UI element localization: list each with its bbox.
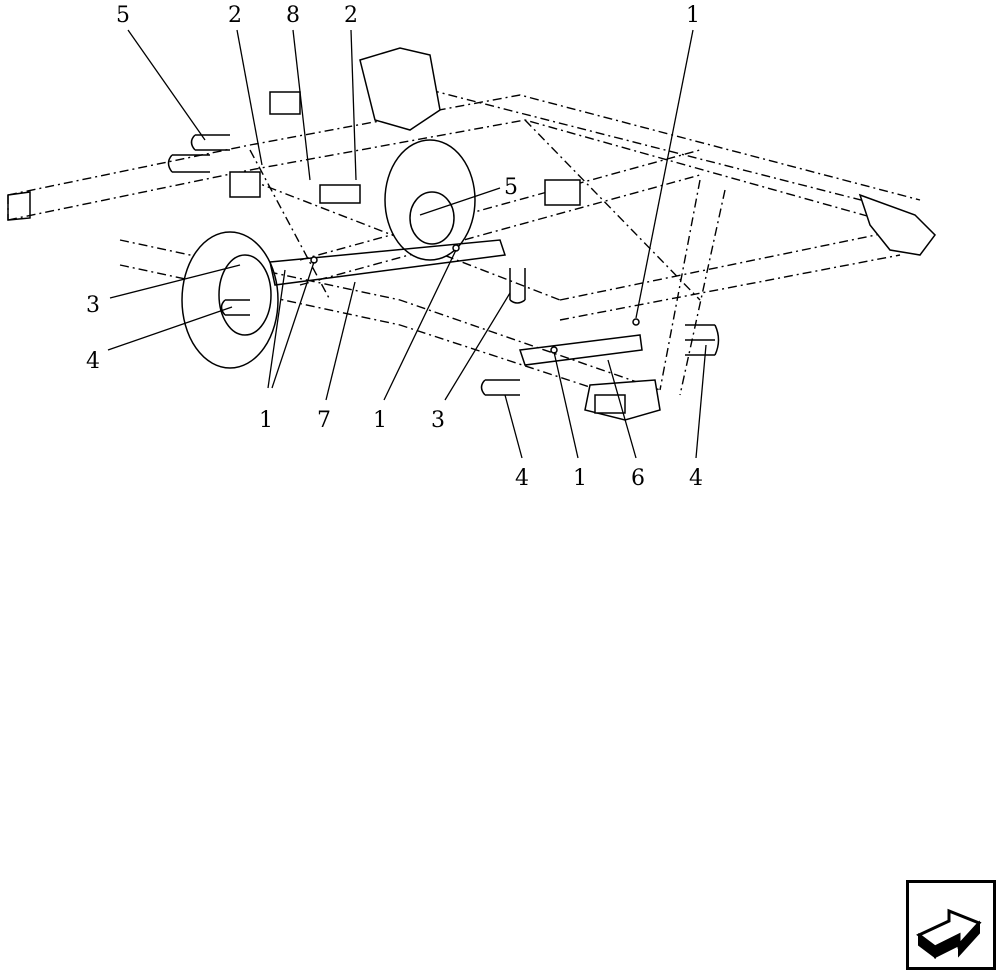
hitch-tower [359,47,441,131]
callout-label: 8 [286,3,300,28]
callout-label: 5 [504,175,518,200]
callout-label: 1 [686,3,700,28]
callout-label: 1 [373,408,387,433]
callout-label: 4 [515,466,529,491]
callout-label: 2 [228,3,242,28]
frame-drawing [7,47,936,421]
callout-label: 7 [317,408,331,433]
next-page-button[interactable] [906,880,996,970]
callout-label: 4 [86,349,100,374]
callout-label: 6 [631,466,645,491]
callout-label: 5 [116,3,130,28]
callout-label: 1 [573,466,587,491]
callout-labels: 5 2 8 2 1 5 3 4 1 7 1 3 4 1 6 4 [86,3,703,491]
callout-leaders [107,29,707,459]
callout-label: 3 [431,408,445,433]
callout-label: 4 [689,466,703,491]
callout-label: 3 [86,293,100,318]
rear-hitch [858,193,936,256]
callout-label: 2 [344,3,358,28]
callout-label: 1 [259,408,273,433]
arrow-right-3d-icon [916,908,982,959]
